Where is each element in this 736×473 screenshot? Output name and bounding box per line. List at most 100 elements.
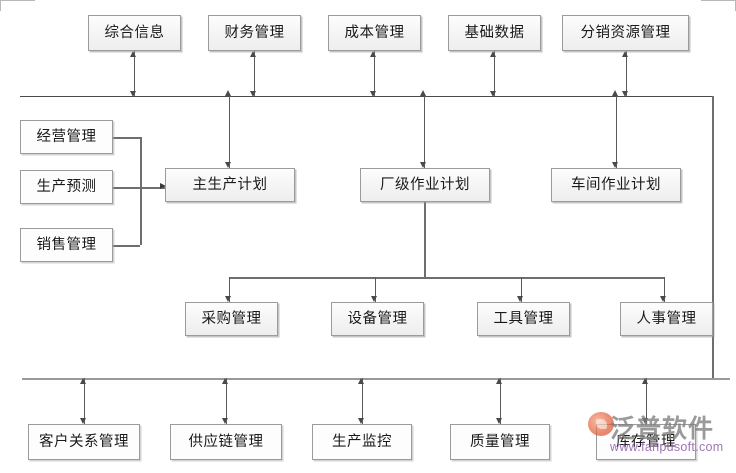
arrow-down-supply-chain xyxy=(222,418,229,424)
node-crm[interactable]: 客户关系管理 xyxy=(28,424,140,460)
node-label: 销售管理 xyxy=(36,236,97,253)
node-comprehensive-info[interactable]: 综合信息 xyxy=(88,15,181,51)
arrow-down-plant-work-plan xyxy=(420,162,427,168)
arrow-up-basic-data xyxy=(490,51,497,57)
node-equipment-management[interactable]: 设备管理 xyxy=(331,302,424,336)
node-supply-chain[interactable]: 供应链管理 xyxy=(170,424,282,460)
node-business-management[interactable]: 经营管理 xyxy=(20,120,113,154)
node-purchase-management[interactable]: 采购管理 xyxy=(185,302,278,336)
node-label: 车间作业计划 xyxy=(571,176,661,193)
arrow-up-master-production-plan xyxy=(225,90,232,96)
node-sales-management[interactable]: 销售管理 xyxy=(20,228,113,262)
arrow-up-finance-management xyxy=(250,51,257,57)
arrow-right-master-plan xyxy=(160,183,166,190)
left-merge-bus xyxy=(140,137,142,245)
node-workshop-work-plan[interactable]: 车间作业计划 xyxy=(551,168,681,202)
arrow-down-master-production-plan xyxy=(225,162,232,168)
node-distribution-resources[interactable]: 分销资源管理 xyxy=(562,15,689,51)
arrow-up-distribution-resources xyxy=(622,51,629,57)
bottom-bus-line xyxy=(22,378,730,380)
arrow-down-cost-management xyxy=(370,91,377,97)
arrow-up-crm xyxy=(80,378,87,384)
link-supply-chain-to-bus xyxy=(226,378,227,424)
node-label: 基础数据 xyxy=(464,24,525,41)
link-master-production-plan-to-bus xyxy=(229,96,230,168)
arrow-down-distribution-resources xyxy=(622,91,629,97)
crop-mark-top-right xyxy=(701,0,736,11)
link-crm-to-bus xyxy=(84,378,85,424)
link-merge-to-master-plan xyxy=(140,187,165,189)
node-label: 客户关系管理 xyxy=(39,433,129,450)
arrow-up-quality-management xyxy=(496,378,503,384)
node-label: 分销资源管理 xyxy=(580,24,671,41)
node-label: 采购管理 xyxy=(201,310,262,327)
arrow-down-workshop-work-plan xyxy=(612,162,619,168)
node-label: 综合信息 xyxy=(104,24,165,41)
link-inventory-management-to-bus xyxy=(646,378,647,424)
node-label: 供应链管理 xyxy=(188,433,264,450)
node-inventory-management[interactable]: 库存管理 xyxy=(596,424,696,460)
node-basic-data[interactable]: 基础数据 xyxy=(448,15,541,51)
node-label: 财务管理 xyxy=(224,24,285,41)
arrow-up-cost-management xyxy=(370,51,377,57)
node-hr-management[interactable]: 人事管理 xyxy=(620,302,713,336)
top-bus-line xyxy=(20,96,712,98)
link-comprehensive-info-to-bus xyxy=(134,51,135,96)
node-quality-management[interactable]: 质量管理 xyxy=(450,424,550,460)
arrow-up-workshop-work-plan xyxy=(612,90,619,96)
link-sales-management-out xyxy=(113,245,140,247)
link-business-management-out xyxy=(113,137,140,139)
link-production-monitor-to-bus xyxy=(362,378,363,424)
node-label: 人事管理 xyxy=(636,310,697,327)
distribution-bus-line xyxy=(229,277,664,279)
right-edge-connector xyxy=(712,96,714,378)
node-label: 经营管理 xyxy=(36,128,97,145)
link-quality-management-to-bus xyxy=(500,378,501,424)
node-cost-management[interactable]: 成本管理 xyxy=(328,15,421,51)
arrow-up-production-monitor xyxy=(358,378,365,384)
node-production-forecast[interactable]: 生产预测 xyxy=(20,170,113,204)
link-finance-management-to-bus xyxy=(254,51,255,96)
node-label: 库存管理 xyxy=(616,433,676,450)
link-plant-work-plan-to-bus xyxy=(424,96,425,168)
arrow-down-hr-management xyxy=(660,296,667,302)
link-cost-management-to-bus xyxy=(374,51,375,96)
arrow-down-tool-management xyxy=(517,296,524,302)
arrow-up-plant-work-plan xyxy=(420,90,427,96)
arrow-up-supply-chain xyxy=(222,378,229,384)
node-label: 成本管理 xyxy=(344,24,405,41)
node-label: 生产监控 xyxy=(332,433,392,450)
arrow-down-purchase-management xyxy=(225,296,232,302)
node-tool-management[interactable]: 工具管理 xyxy=(477,302,570,336)
arrow-down-quality-management xyxy=(496,418,503,424)
arrow-down-inventory-management xyxy=(642,418,649,424)
node-label: 主生产计划 xyxy=(192,176,268,193)
arrow-down-equipment-management xyxy=(371,296,378,302)
node-label: 工具管理 xyxy=(493,310,554,327)
link-workshop-work-plan-to-bus xyxy=(616,96,617,168)
link-distribution-resources-to-bus xyxy=(626,51,627,96)
link-plant-plan-down xyxy=(424,202,426,277)
link-bus-to-hr-management xyxy=(664,277,665,302)
crop-mark-top-left xyxy=(0,0,35,11)
link-bus-to-purchase-management xyxy=(229,277,230,302)
node-label: 质量管理 xyxy=(470,433,530,450)
node-master-production-plan[interactable]: 主生产计划 xyxy=(165,168,295,202)
arrow-down-basic-data xyxy=(490,91,497,97)
arrow-down-production-monitor xyxy=(358,418,365,424)
node-finance-management[interactable]: 财务管理 xyxy=(208,15,301,51)
node-label: 设备管理 xyxy=(347,310,408,327)
arrow-up-comprehensive-info xyxy=(130,51,137,57)
link-bus-to-equipment-management xyxy=(375,277,376,302)
node-production-monitor[interactable]: 生产监控 xyxy=(312,424,412,460)
arrow-down-comprehensive-info xyxy=(130,91,137,97)
arrow-down-crm xyxy=(80,418,87,424)
node-label: 生产预测 xyxy=(36,178,97,195)
link-bus-to-tool-management xyxy=(521,277,522,302)
node-plant-work-plan[interactable]: 厂级作业计划 xyxy=(360,168,490,202)
arrow-down-finance-management xyxy=(250,91,257,97)
link-basic-data-to-bus xyxy=(494,51,495,96)
arrow-up-inventory-management xyxy=(642,378,649,384)
link-production-forecast-out xyxy=(113,187,140,189)
